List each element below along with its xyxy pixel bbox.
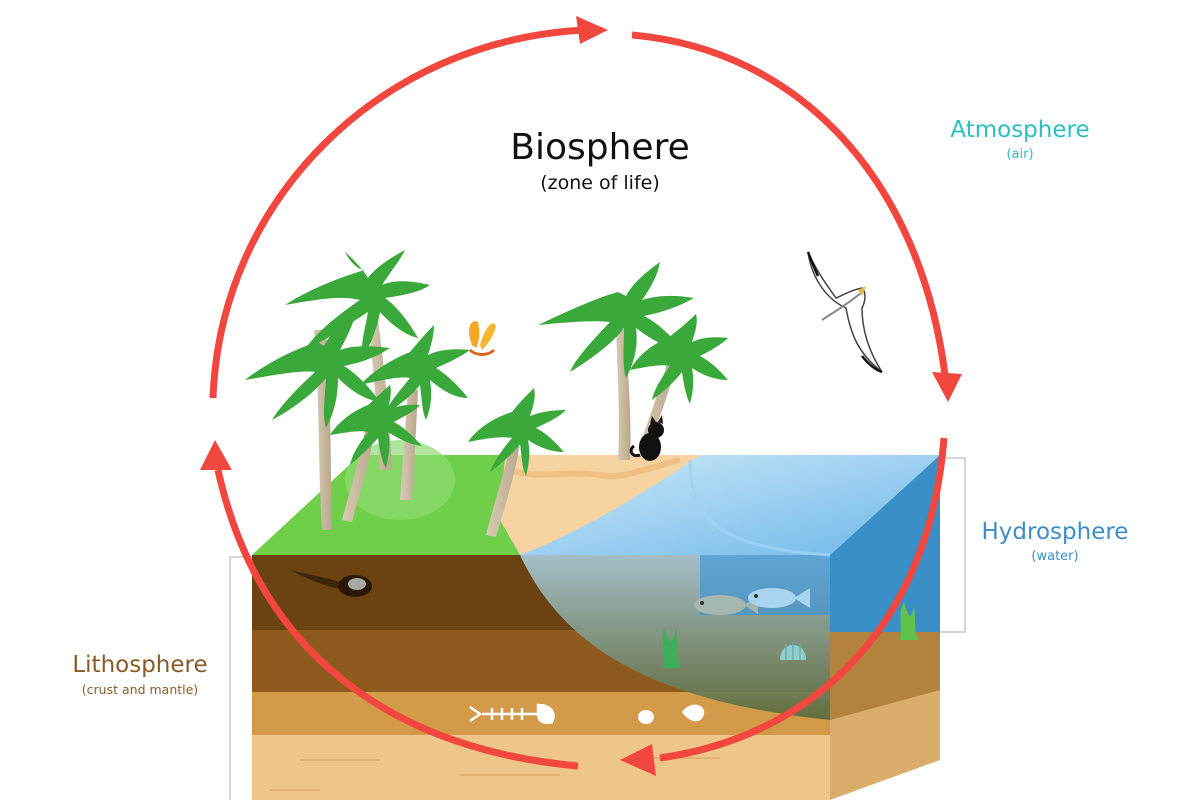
seagull-icon bbox=[806, 251, 883, 374]
lithosphere-title: Lithosphere bbox=[72, 652, 208, 678]
palm-tree-icons bbox=[245, 250, 728, 537]
arrowhead-left-icon bbox=[620, 744, 656, 776]
water-side-face bbox=[830, 455, 940, 632]
biosphere-title: Biosphere bbox=[510, 127, 690, 168]
fish-skeleton-fossil-icon bbox=[469, 703, 555, 724]
bedrock-layer bbox=[252, 735, 830, 800]
lithosphere-label: Lithosphere (crust and mantle) bbox=[45, 652, 235, 698]
arrowhead-right-icon bbox=[576, 16, 608, 44]
sea-plant-icon bbox=[662, 628, 680, 668]
lithosphere-subtitle: (crust and mantle) bbox=[81, 682, 199, 698]
arrow-hydrosphere-to-lithosphere bbox=[214, 469, 579, 770]
seashell-icon bbox=[780, 642, 806, 660]
arrow-lithosphere-to-biosphere bbox=[209, 26, 586, 399]
sea-plant-icon bbox=[900, 602, 918, 640]
biosphere-label: Biosphere (zone of life) bbox=[470, 128, 730, 194]
arrowhead-up-icon bbox=[200, 440, 232, 470]
atmosphere-subtitle: (air) bbox=[1006, 147, 1034, 163]
hydrosphere-subtitle: (water) bbox=[1031, 549, 1079, 565]
black-cat-icon bbox=[629, 415, 664, 461]
butterfly-icon bbox=[468, 321, 496, 356]
hydrosphere-bracket bbox=[930, 457, 966, 633]
burrowing-animal-icon bbox=[290, 570, 372, 597]
hydrosphere-label: Hydrosphere (water) bbox=[960, 519, 1150, 565]
arrowhead-down-icon bbox=[932, 372, 962, 402]
sea-surface bbox=[520, 455, 940, 555]
shell-fossil-icons bbox=[638, 704, 705, 724]
beach-surface bbox=[500, 455, 700, 555]
cycle-arrows bbox=[209, 26, 949, 770]
arrow-atmosphere-to-hydrosphere bbox=[659, 437, 948, 762]
block-right-side-bedrock bbox=[830, 690, 940, 800]
biosphere-subtitle: (zone of life) bbox=[540, 171, 660, 194]
hydrosphere-title: Hydrosphere bbox=[981, 519, 1129, 545]
arrow-biosphere-to-atmosphere bbox=[631, 31, 949, 376]
atmosphere-title: Atmosphere bbox=[950, 117, 1090, 143]
arrowhead-icons bbox=[200, 16, 962, 776]
fish-icon bbox=[748, 588, 810, 608]
atmosphere-label: Atmosphere (air) bbox=[920, 117, 1120, 163]
